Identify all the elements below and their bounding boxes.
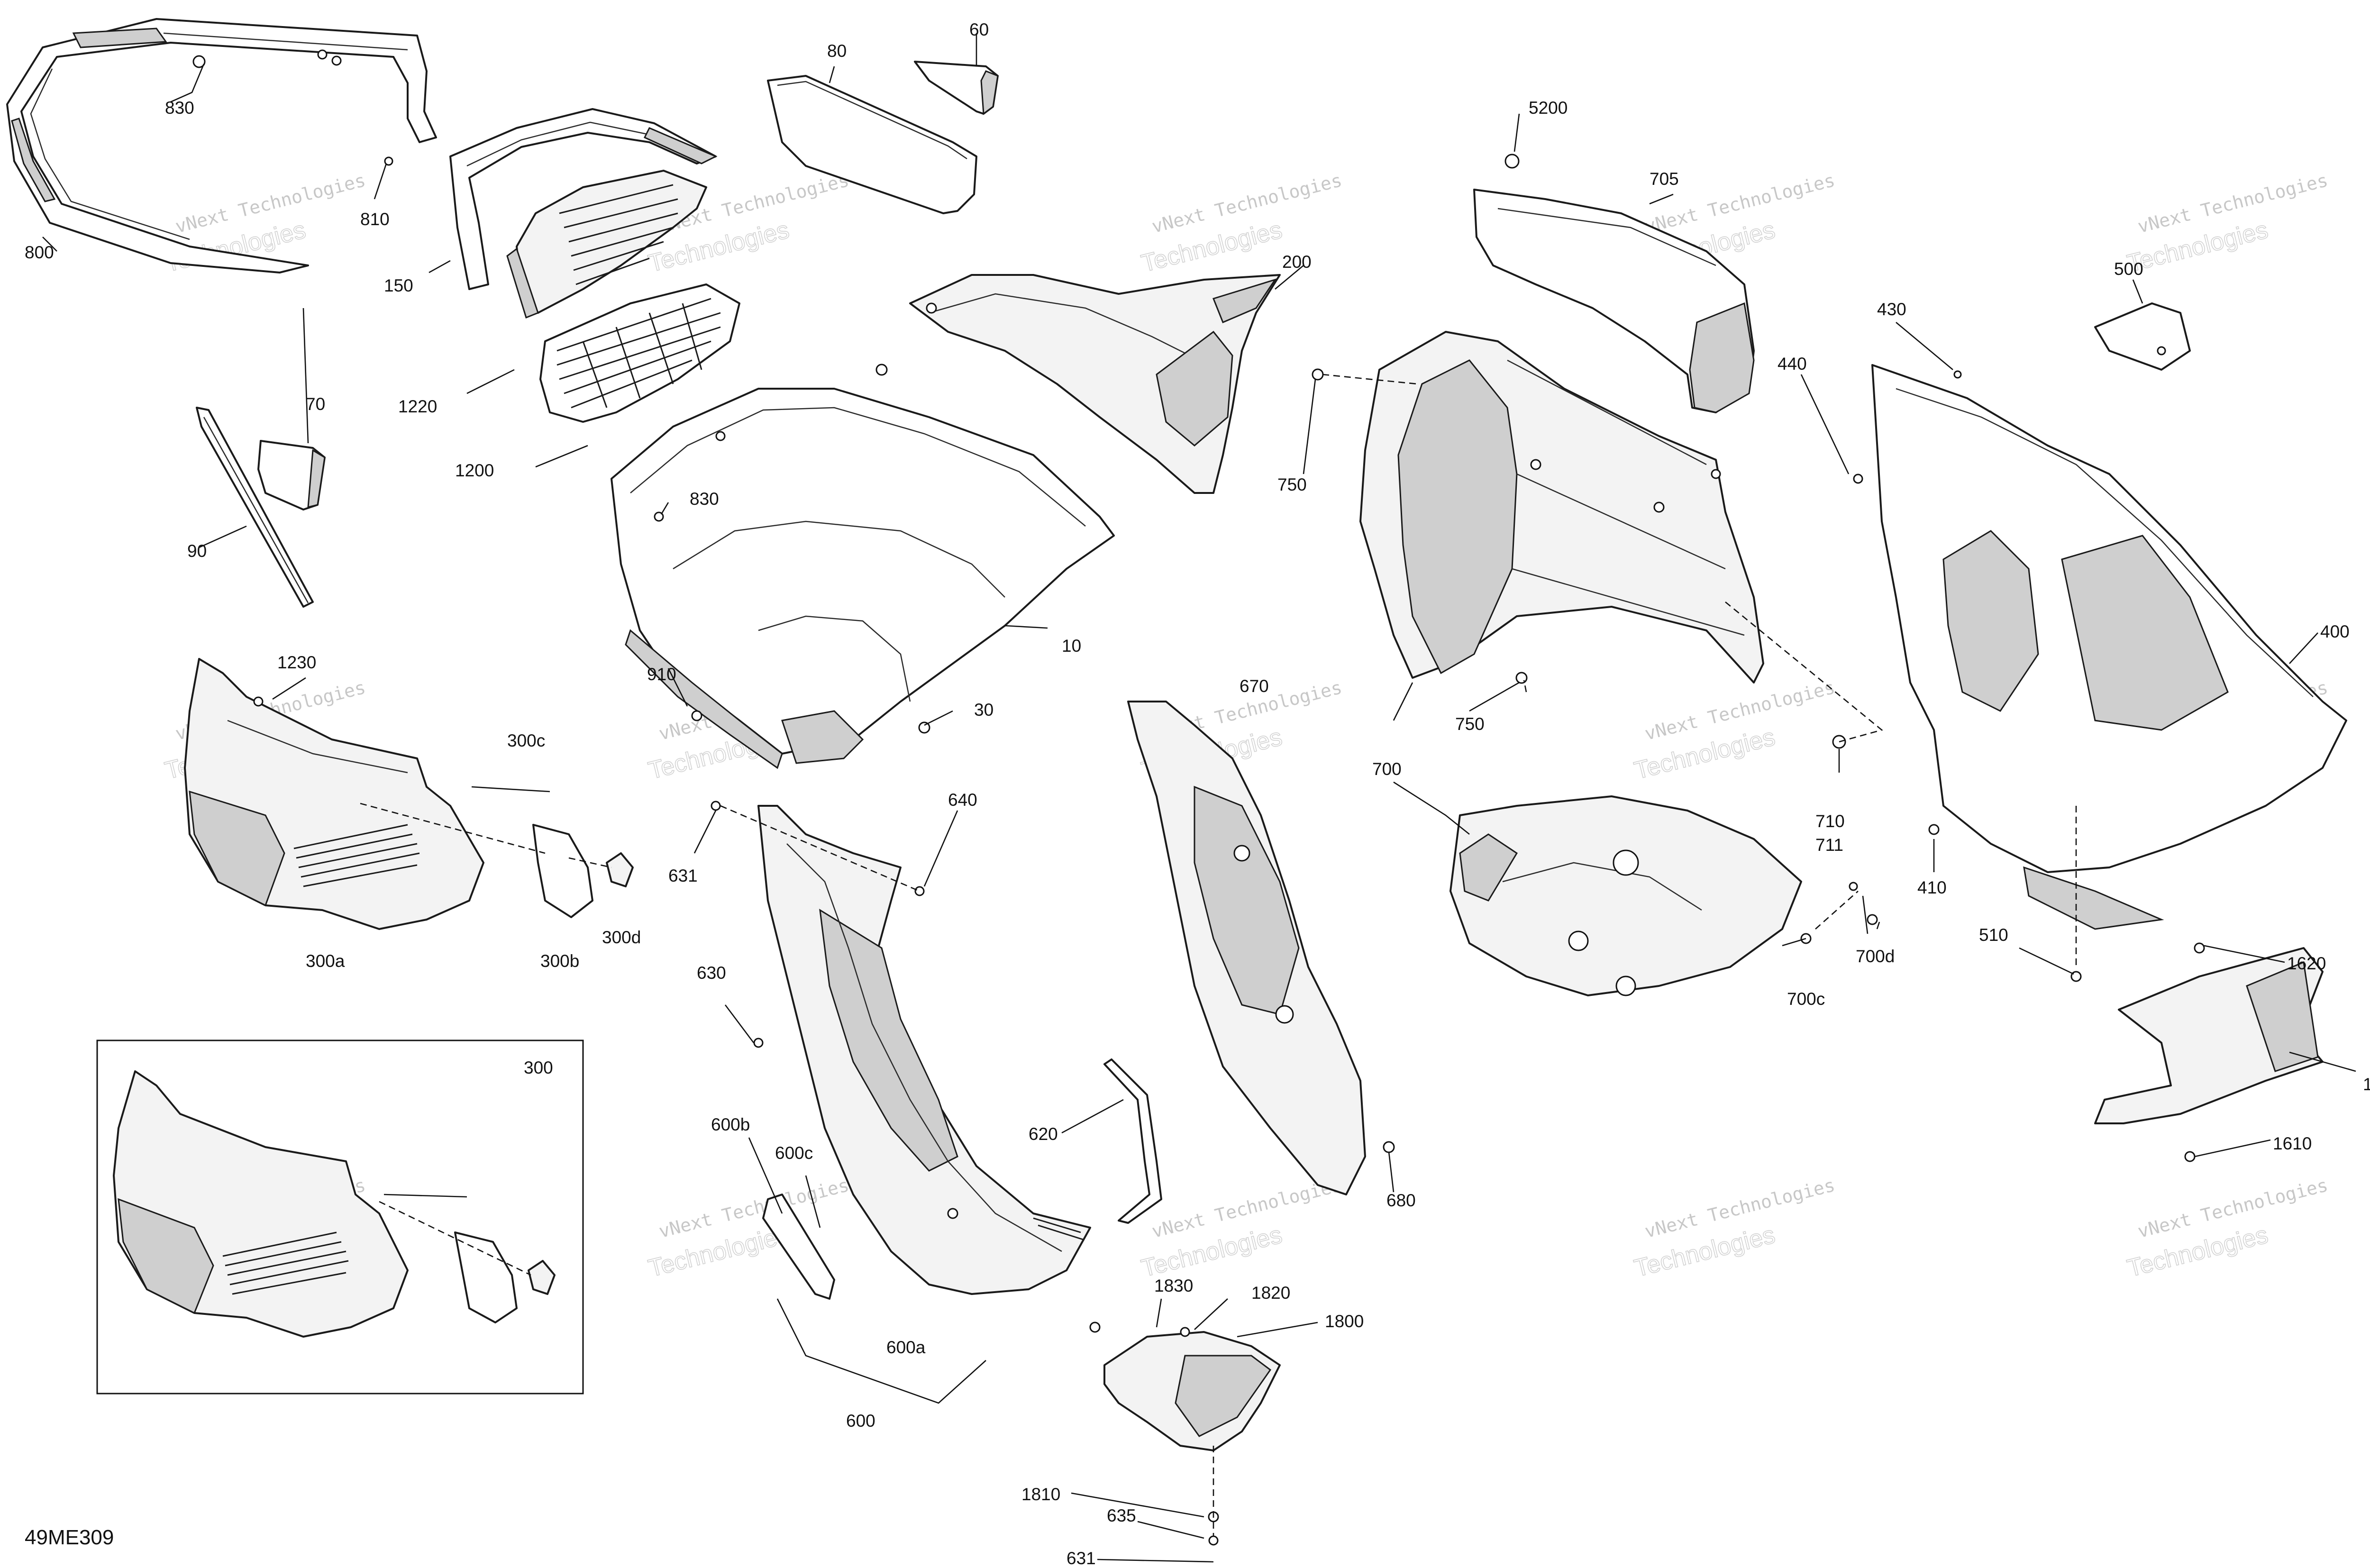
callout-500: 500 bbox=[2114, 259, 2143, 279]
part-500-plate bbox=[2094, 302, 2191, 371]
callout-700c: 700c bbox=[1787, 989, 1825, 1009]
callout-1830: 1830 bbox=[1154, 1276, 1193, 1295]
callout-300c: 300c bbox=[507, 731, 545, 750]
callout-300: 300 bbox=[524, 1058, 553, 1077]
part-1220-grille-housing bbox=[506, 170, 707, 319]
part-670-tunnel bbox=[1127, 701, 1366, 1195]
part-800-bumper bbox=[6, 18, 437, 273]
part-1600-bracket bbox=[2094, 947, 2324, 1124]
callout-1610: 1610 bbox=[2273, 1134, 2312, 1153]
part-150-front-trim bbox=[449, 108, 718, 290]
diagram-code: 49ME309 bbox=[25, 1526, 114, 1549]
part-60-panel bbox=[914, 61, 999, 115]
callout-400: 400 bbox=[2320, 622, 2350, 641]
part-700-side-panel bbox=[1359, 331, 1764, 684]
callout-830: 830 bbox=[165, 98, 194, 118]
callout-710: 710 bbox=[1815, 811, 1845, 831]
callout-10: 10 bbox=[1062, 636, 1081, 656]
part-620-trim bbox=[1103, 1058, 1162, 1224]
callout-1620: 1620 bbox=[2287, 954, 2326, 973]
callout-300b: 300b bbox=[540, 951, 579, 971]
callout-631: 631 bbox=[1066, 1549, 1096, 1568]
part-300b-cover bbox=[532, 824, 593, 918]
callout-600c: 600c bbox=[775, 1143, 813, 1163]
callout-510: 510 bbox=[1979, 925, 2008, 945]
part-10-storage-tub bbox=[611, 364, 1115, 769]
callout-630: 630 bbox=[697, 963, 726, 983]
callout-750: 750 bbox=[1277, 475, 1307, 494]
callout-670: 670 bbox=[1240, 676, 1269, 696]
callout-labels: 830 800 810 150 1220 1200 80 60 70 90 83… bbox=[25, 20, 2370, 1568]
part-1800-bracket bbox=[1103, 1331, 1281, 1451]
part-705-upper-panel bbox=[1473, 189, 1755, 413]
part-600a-floor-panel bbox=[757, 805, 1091, 1295]
callout-200: 200 bbox=[1282, 252, 1312, 272]
callout-600b: 600b bbox=[711, 1115, 750, 1134]
callout-910: 910 bbox=[647, 665, 676, 684]
callout-70: 70 bbox=[306, 394, 325, 414]
callout-600a: 600a bbox=[886, 1338, 926, 1357]
callout-680: 680 bbox=[1386, 1191, 1416, 1210]
callout-30: 30 bbox=[974, 700, 994, 720]
callout-300d: 300d bbox=[602, 928, 641, 947]
callout-600: 600 bbox=[846, 1411, 875, 1431]
callout-800: 800 bbox=[25, 243, 54, 262]
part-300d-fastener bbox=[606, 852, 634, 887]
leader-lines bbox=[42, 33, 2356, 1563]
callout-700: 700 bbox=[1372, 759, 1402, 779]
part-1200-grille bbox=[539, 283, 740, 423]
part-90-strip bbox=[196, 407, 314, 608]
part-300-assembly-view bbox=[113, 1070, 556, 1338]
part-80-panel bbox=[767, 75, 977, 214]
callout-631: 631 bbox=[668, 866, 698, 885]
part-70-pad bbox=[257, 440, 326, 511]
callout-705: 705 bbox=[1650, 169, 1679, 189]
callout-80: 80 bbox=[827, 41, 847, 61]
callout-90: 90 bbox=[187, 541, 207, 561]
callout-60: 60 bbox=[969, 20, 989, 39]
part-400-side-shell bbox=[1871, 364, 2347, 930]
callout-1810: 1810 bbox=[1021, 1485, 1060, 1504]
part-300a-side-pod bbox=[184, 658, 484, 930]
callout-810: 810 bbox=[360, 210, 390, 229]
callout-300a: 300a bbox=[306, 951, 345, 971]
callout-711: 711 bbox=[1815, 835, 1843, 855]
callout-1800: 1800 bbox=[1325, 1312, 1364, 1331]
callout-1820: 1820 bbox=[1251, 1283, 1290, 1303]
callout-440: 440 bbox=[1778, 354, 1807, 374]
callout-1230: 1230 bbox=[277, 653, 316, 672]
hardware bbox=[253, 154, 2205, 1546]
callout-830: 830 bbox=[690, 489, 719, 509]
callout-1600: 1600 bbox=[2363, 1075, 2370, 1094]
callout-635: 635 bbox=[1107, 1506, 1136, 1525]
callout-1200: 1200 bbox=[455, 461, 494, 480]
part-700-footwell bbox=[1449, 795, 1802, 996]
callout-410: 410 bbox=[1917, 878, 1947, 897]
callout-640: 640 bbox=[948, 790, 977, 810]
callout-750: 750 bbox=[1455, 714, 1485, 734]
callout-430: 430 bbox=[1877, 300, 1906, 319]
part-600b-strip bbox=[762, 1194, 835, 1300]
callout-700d: 700d bbox=[1856, 947, 1895, 966]
callout-150: 150 bbox=[384, 276, 413, 295]
assembly-300-box bbox=[96, 1039, 584, 1395]
callout-5200: 5200 bbox=[1529, 98, 1568, 118]
callout-1220: 1220 bbox=[398, 397, 437, 416]
part-200-upper-console bbox=[909, 274, 1281, 494]
callout-620: 620 bbox=[1029, 1124, 1058, 1144]
